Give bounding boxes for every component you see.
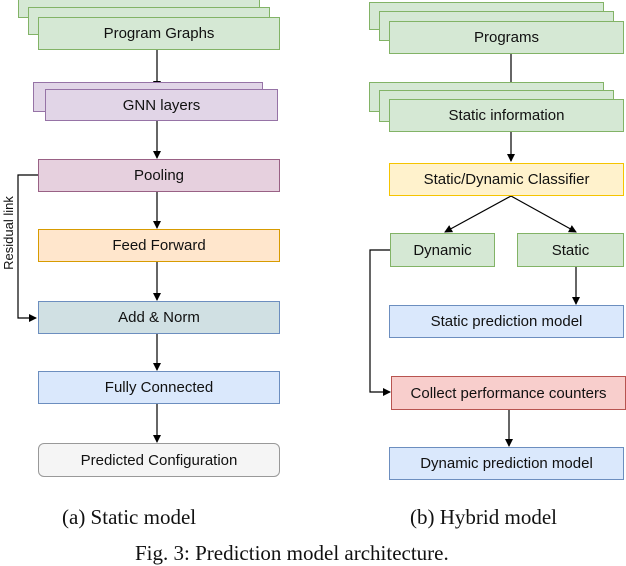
static-label: Static [551, 241, 590, 259]
static-information-box: Static information [389, 99, 624, 132]
program-graphs-label: Program Graphs [103, 25, 215, 42]
collect-counters-label: Collect performance counters [410, 384, 607, 402]
dynamic-prediction-model-label: Dynamic prediction model [420, 455, 593, 472]
arrow-classifier-to-dynamic [444, 195, 512, 233]
static-prediction-model-label: Static prediction model [430, 313, 583, 330]
static-information-label: Static information [448, 107, 565, 124]
add-norm-label: Add & Norm [118, 309, 200, 326]
programs-label: Programs [473, 29, 540, 46]
residual-link-path [17, 174, 38, 322]
gnn-layers-label: GNN layers [122, 96, 201, 114]
pooling-box: Pooling [38, 159, 280, 192]
static-prediction-model-box: Static prediction model [389, 305, 624, 338]
fully-connected-box: Fully Connected [38, 371, 280, 404]
gnn-layers-box: GNN layers [45, 89, 278, 121]
dynamic-box: Dynamic [390, 233, 495, 267]
fully-connected-label: Fully Connected [104, 379, 214, 396]
add-norm-box: Add & Norm [38, 301, 280, 334]
connector-lines [17, 50, 580, 447]
feed-forward-box: Feed Forward [38, 229, 280, 262]
dynamic-label: Dynamic [413, 241, 472, 259]
program-graphs-box: Program Graphs [38, 17, 280, 50]
classifier-label: Static/Dynamic Classifier [423, 171, 590, 188]
collect-counters-box: Collect performance counters [391, 376, 626, 410]
pooling-label: Pooling [133, 167, 185, 184]
static-box: Static [517, 233, 624, 267]
arrow-dynamic-to-counters [369, 249, 391, 396]
residual-link-label: Residual link [1, 196, 16, 270]
predicted-configuration-box: Predicted Configuration [38, 443, 280, 477]
caption-static-model: (a) Static model [62, 505, 197, 529]
dynamic-prediction-model-box: Dynamic prediction model [389, 447, 624, 480]
programs-box: Programs [389, 21, 624, 54]
caption-hybrid-model: (b) Hybrid model [410, 505, 557, 529]
arrow-classifier-to-static [510, 195, 577, 233]
feed-forward-label: Feed Forward [112, 237, 206, 254]
predicted-configuration-label: Predicted Configuration [80, 451, 238, 469]
classifier-box: Static/Dynamic Classifier [389, 163, 624, 196]
